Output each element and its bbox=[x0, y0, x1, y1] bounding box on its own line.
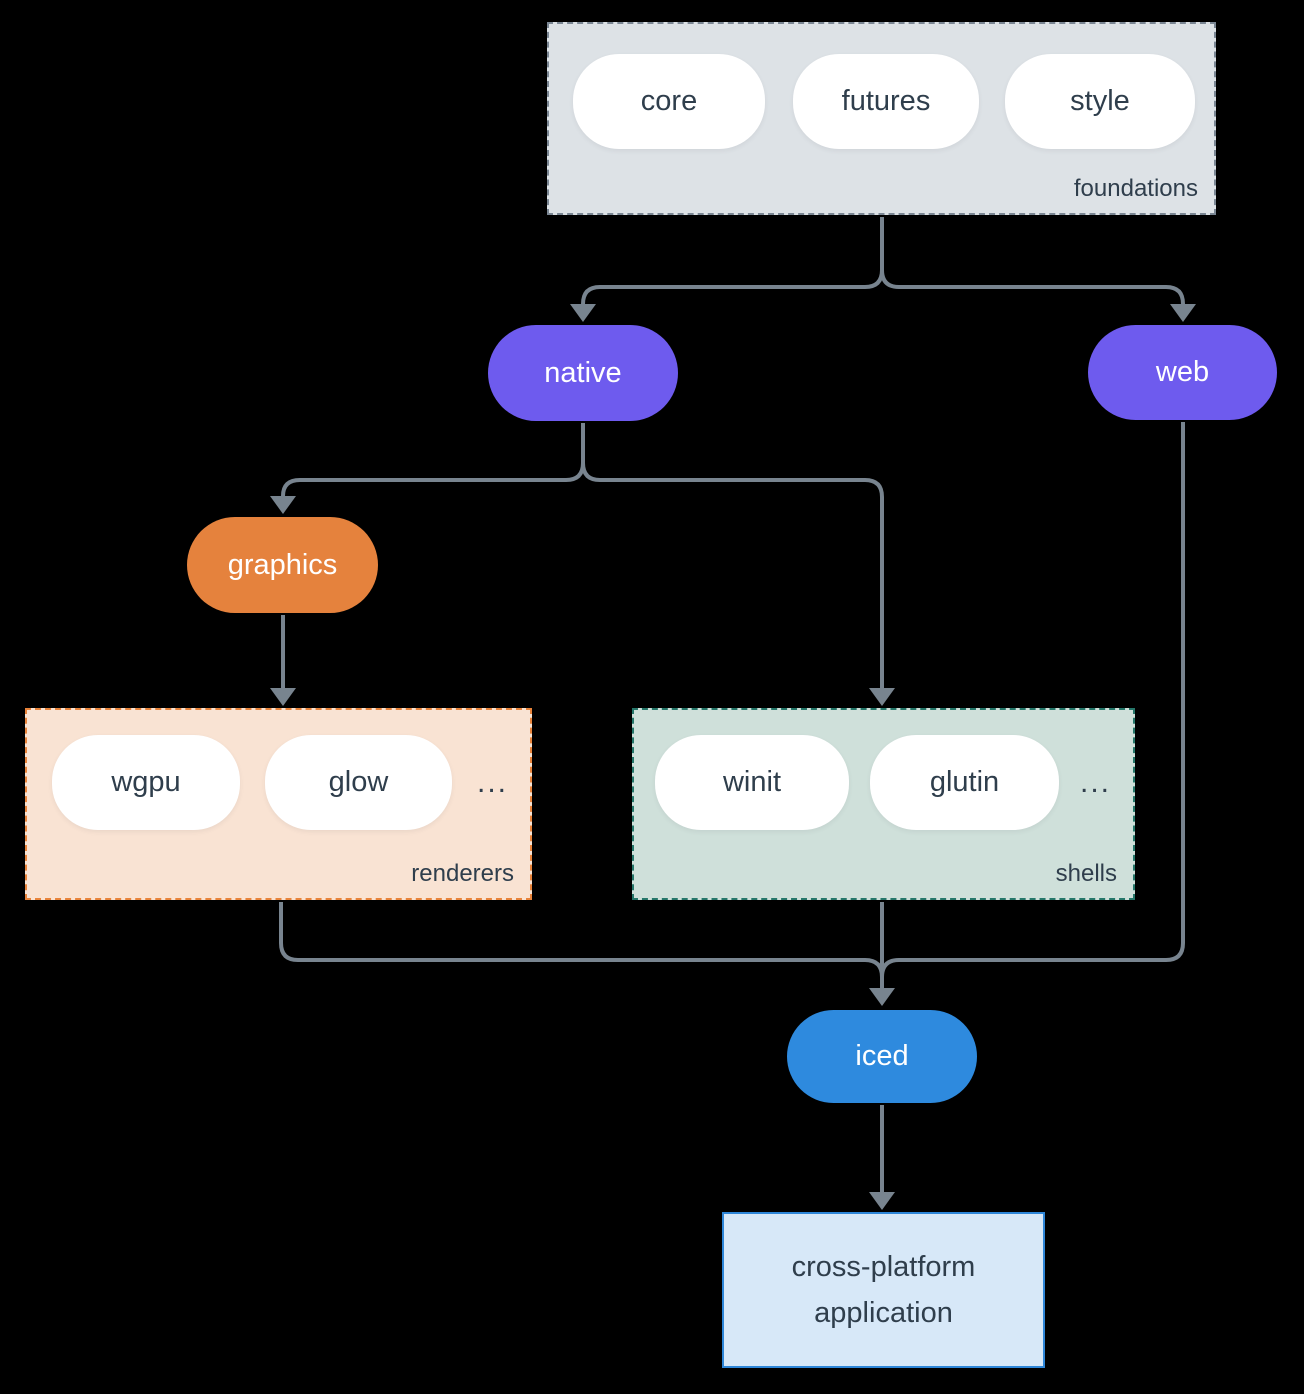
arrowhead-shells bbox=[869, 688, 895, 706]
connector-native-to-graphics bbox=[281, 423, 585, 498]
renderers-ellipsis: ... bbox=[476, 765, 508, 799]
connector-foundations-to-web bbox=[880, 217, 1185, 306]
node-graphics: graphics bbox=[187, 517, 378, 613]
renderers-label: renderers bbox=[411, 860, 514, 887]
shells-label: shells bbox=[1055, 860, 1117, 887]
arrowhead-application bbox=[869, 1192, 895, 1210]
arrowhead-web bbox=[1170, 304, 1196, 322]
foundations-label: foundations bbox=[1073, 175, 1198, 202]
node-native: native bbox=[488, 325, 678, 421]
node-winit: winit bbox=[655, 735, 849, 830]
node-wgpu: wgpu bbox=[52, 735, 240, 830]
shells-ellipsis: ... bbox=[1079, 765, 1111, 799]
cross-platform-application-box: cross-platform application bbox=[722, 1212, 1045, 1368]
node-core: core bbox=[573, 54, 765, 149]
node-iced: iced bbox=[787, 1010, 977, 1103]
arrowhead-native bbox=[570, 304, 596, 322]
application-label-line1: cross-platform bbox=[791, 1251, 976, 1283]
arrowhead-iced bbox=[869, 988, 895, 1006]
arrowhead-graphics bbox=[270, 496, 296, 514]
connector-foundations-to-native bbox=[581, 217, 884, 306]
node-futures: futures bbox=[793, 54, 979, 149]
node-web: web bbox=[1088, 325, 1277, 420]
connector-native-to-shells bbox=[581, 423, 884, 688]
foundations-group: core futures style foundations bbox=[547, 22, 1216, 215]
node-glow: glow bbox=[265, 735, 452, 830]
node-glutin: glutin bbox=[870, 735, 1059, 830]
shells-group: winit glutin ... shells bbox=[632, 708, 1135, 900]
connector-renderers-to-iced bbox=[279, 902, 884, 978]
renderers-group: wgpu glow ... renderers bbox=[25, 708, 532, 900]
node-style: style bbox=[1005, 54, 1195, 149]
arrowhead-renderers bbox=[270, 688, 296, 706]
application-label-line2: application bbox=[814, 1297, 953, 1329]
